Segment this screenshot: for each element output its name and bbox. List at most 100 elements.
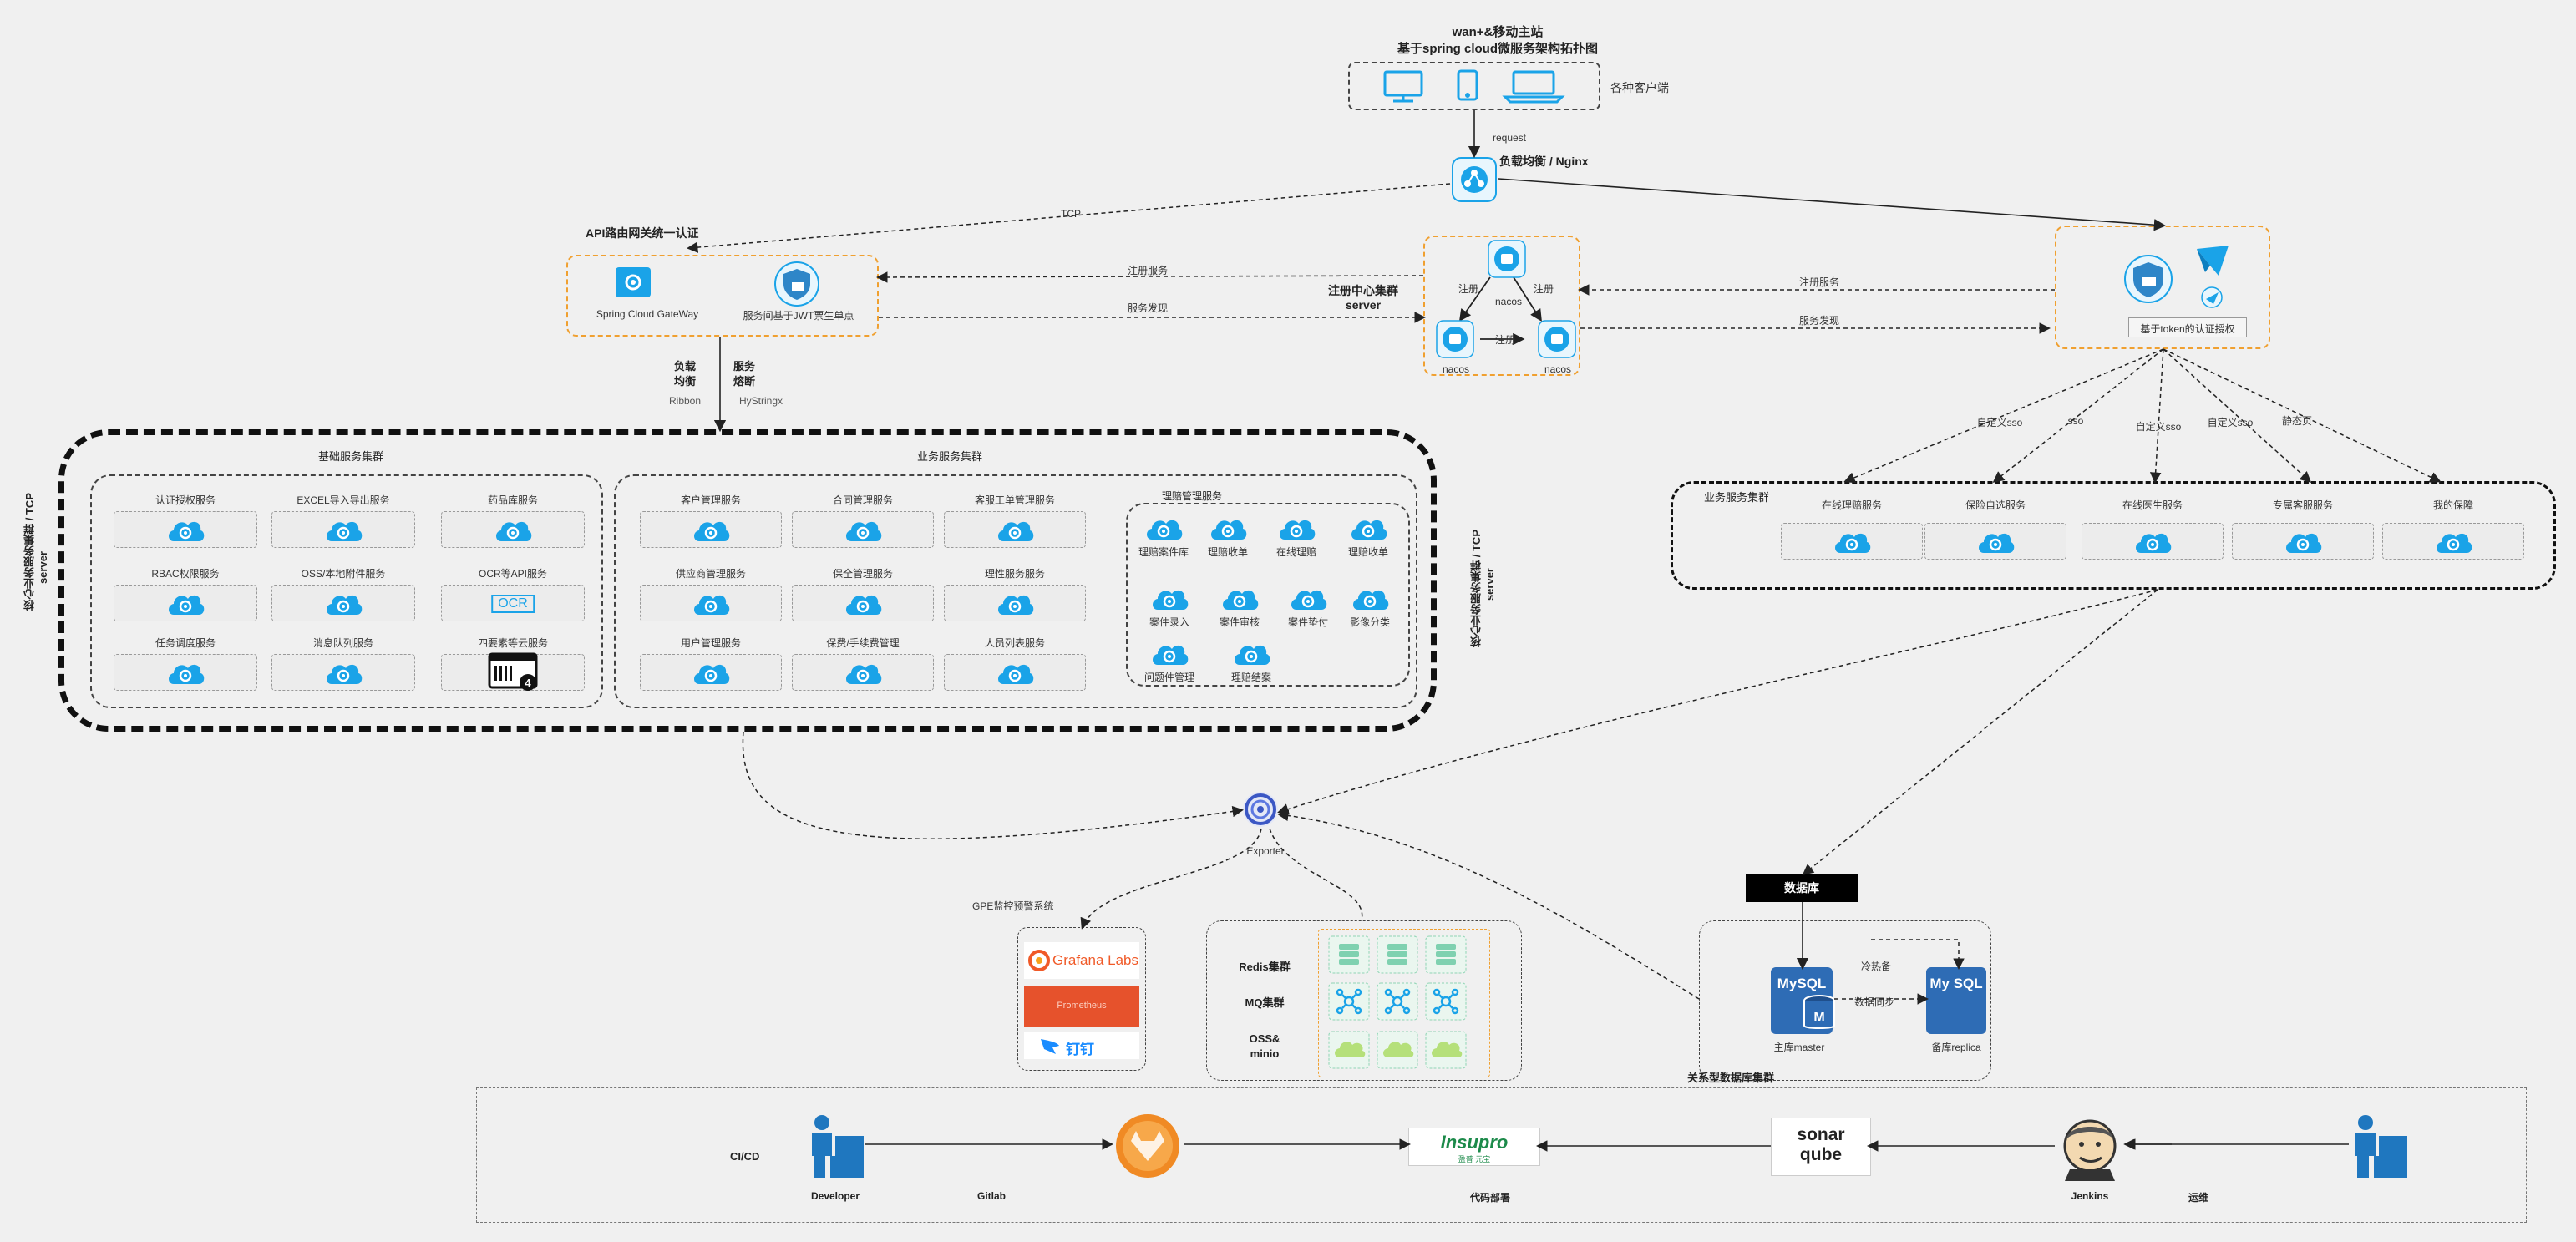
mq-icon[interactable] [1425, 982, 1467, 1021]
nacos-left-icon[interactable] [1435, 319, 1475, 359]
service-cloud-icon[interactable] [843, 586, 883, 620]
jwt-label: 服务间基于JWT票生单点 [743, 310, 854, 322]
auth-shield-icon[interactable] [2120, 254, 2178, 304]
claims-title: 理赔管理服务 [1161, 490, 1223, 502]
database-title: 关系型数据库集群 [1687, 1072, 1775, 1084]
sso-label: 自定义sso [2207, 417, 2254, 428]
cicd-label: CI/CD [730, 1150, 760, 1163]
redis-icon[interactable] [1425, 935, 1467, 974]
claims-cloud-icon[interactable] [1149, 636, 1189, 670]
client-devices-icon [1383, 69, 1565, 104]
fuse-label-1: 服务 [733, 360, 756, 373]
service-cloud-icon[interactable] [2132, 525, 2173, 558]
mq-icon[interactable] [1377, 982, 1418, 1021]
reg-left-label: 注册 [1458, 283, 1479, 295]
cold-backup-label: 冷热备 [1861, 961, 1892, 972]
service-cloud-icon[interactable] [995, 513, 1035, 546]
exporter-label: Exporter [1246, 845, 1285, 857]
oss-icon[interactable] [1328, 1031, 1370, 1069]
business-service-label: 用户管理服务 [680, 637, 742, 649]
claims-cloud-icon[interactable] [1231, 636, 1271, 670]
basic-service-label: EXCEL导入导出服务 [297, 494, 390, 506]
svc-discover-right: 服务发现 [1799, 315, 1840, 327]
claims-cloud-icon[interactable] [1276, 511, 1316, 545]
claims-cloud-icon[interactable] [1350, 581, 1390, 615]
mq-icon[interactable] [1328, 982, 1370, 1021]
claims-cloud-icon[interactable] [1220, 581, 1260, 615]
request-label: request [1492, 132, 1527, 144]
basic-services-title: 基础服务集群 [317, 450, 384, 463]
service-cloud-icon[interactable] [691, 513, 731, 546]
nacos-left-label: nacos [1442, 363, 1470, 375]
claims-item-label: 案件垫付 [1287, 616, 1329, 628]
claims-item-label: 在线理赔 [1275, 546, 1317, 558]
claims-cloud-icon[interactable] [1288, 581, 1328, 615]
service-cloud-icon[interactable] [1832, 525, 1872, 558]
claims-cloud-icon[interactable] [1348, 511, 1388, 545]
service-cloud-icon[interactable] [995, 656, 1035, 689]
service-cloud-icon[interactable] [995, 586, 1035, 620]
load-balancer-icon[interactable] [1450, 155, 1498, 204]
sonarqube-logo: sonar qube [1771, 1118, 1871, 1176]
nacos-cluster-links [1458, 276, 1542, 346]
service-cloud-icon[interactable] [843, 656, 883, 689]
service-cloud-icon[interactable] [843, 513, 883, 546]
service-cloud-icon[interactable] [691, 586, 731, 620]
business-service-label: 理性服务服务 [984, 568, 1046, 580]
service-cloud-icon[interactable] [2283, 525, 2323, 558]
registry-title-2: server [1345, 298, 1382, 312]
claims-cloud-icon[interactable] [1143, 511, 1184, 545]
oss-icon[interactable] [1425, 1031, 1467, 1069]
basic-service-label: 药品库服务 [487, 494, 539, 506]
cicd-group [476, 1087, 2527, 1223]
basic-service-label: 消息队列服务 [312, 637, 374, 649]
spring-gateway-label: Spring Cloud GateWay [596, 308, 699, 320]
jwt-shield-icon[interactable] [772, 261, 822, 307]
service-cloud-icon[interactable] [165, 586, 205, 620]
ops-icon [2355, 1115, 2407, 1178]
business-service-cell [944, 585, 1086, 621]
service-cloud-icon[interactable] [691, 656, 731, 689]
insupro-sub: 盈普 元宝 [1458, 1155, 1491, 1163]
diagram-title-line2: 基于spring cloud微服务架构拓扑图 [1397, 42, 1599, 56]
svg-text:4: 4 [525, 677, 531, 689]
service-cloud-icon[interactable] [1975, 525, 2016, 558]
claims-cloud-icon[interactable] [1208, 511, 1248, 545]
core-side-right-1: 核心业务服务集群 / TCP [1470, 530, 1483, 647]
claims-item-label: 理赔案件库 [1138, 546, 1189, 558]
service-cloud-icon[interactable] [323, 656, 363, 689]
oss-icon[interactable] [1377, 1031, 1418, 1069]
exporter-icon[interactable] [1241, 790, 1280, 829]
claims-cloud-icon[interactable] [1149, 581, 1189, 615]
business-service-label: 合同管理服务 [832, 494, 894, 506]
clients-label: 各种客户端 [1610, 81, 1669, 94]
service-cloud-icon[interactable] [323, 586, 363, 620]
mysql-replica[interactable]: My SQL [1926, 967, 1986, 1034]
service-cloud-icon[interactable] [165, 513, 205, 546]
service-cloud-icon[interactable] [493, 513, 533, 546]
sso-label: 自定义sso [1976, 417, 2023, 428]
nacos-right-label: nacos [1544, 363, 1572, 375]
mysql-master-text: MySQL [1777, 976, 1827, 991]
mysql-replica-text: My SQL [1929, 976, 1983, 991]
business-service-label: 保费/手续费管理 [826, 637, 900, 649]
basic-service-label: 认证授权服务 [155, 494, 216, 506]
gateway-group [566, 255, 879, 337]
nacos-right-icon[interactable] [1537, 319, 1577, 359]
nacos-top-icon[interactable] [1487, 239, 1527, 279]
ocr-icon[interactable]: OCR [491, 595, 535, 613]
id-card-icon[interactable]: 4 [486, 651, 540, 692]
sso-label: sso [2067, 415, 2084, 427]
prometheus-label: Prometheus [1057, 1001, 1107, 1011]
registry-group [1423, 236, 1580, 376]
spring-gateway-icon[interactable] [612, 266, 654, 302]
service-cloud-icon[interactable] [2433, 525, 2473, 558]
master-label: 主库master [1773, 1042, 1825, 1053]
business-service-label: 客服工单管理服务 [974, 494, 1056, 506]
redis-icon[interactable] [1377, 935, 1418, 974]
nacos-top-label: nacos [1494, 296, 1523, 307]
redis-icon[interactable] [1328, 935, 1370, 974]
service-cloud-icon[interactable] [165, 656, 205, 689]
right-service-label: 在线理赔服务 [1821, 499, 1883, 511]
service-cloud-icon[interactable] [323, 513, 363, 546]
